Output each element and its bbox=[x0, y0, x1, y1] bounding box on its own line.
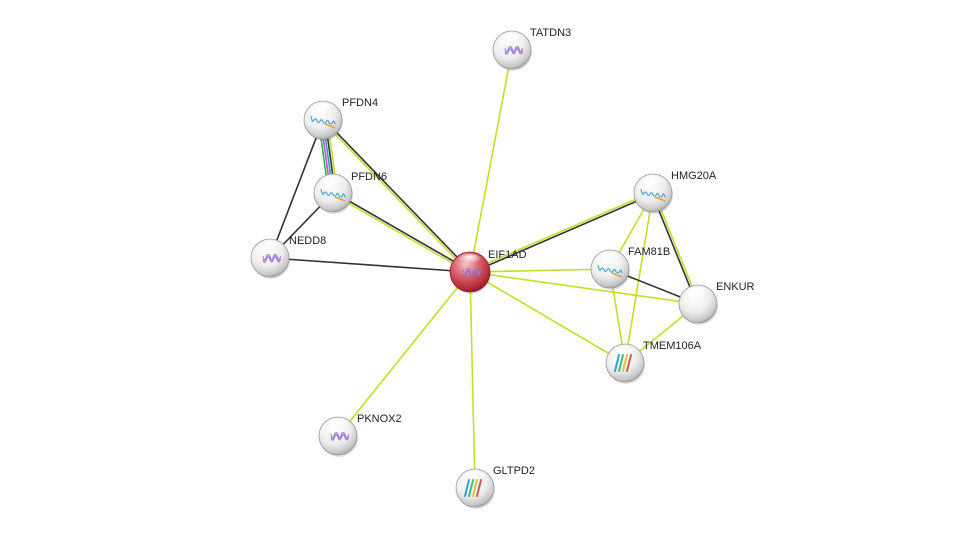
edge-evidence-textmining bbox=[332, 193, 470, 274]
node-fam81b[interactable]: FAM81B bbox=[590, 246, 670, 290]
node-label: ENKUR bbox=[716, 281, 755, 293]
protein-structure-icon bbox=[504, 48, 523, 55]
edge-evidence-textmining bbox=[321, 120, 470, 274]
node-highlight bbox=[613, 346, 637, 360]
edge-eif1ad-fam81b[interactable] bbox=[469, 268, 611, 273]
node-label: HMG20A bbox=[671, 170, 717, 182]
edge-evidence-coexpression bbox=[323, 118, 472, 272]
protein-structure-icon bbox=[597, 264, 623, 274]
node-pfdn6[interactable]: PFDN6 bbox=[313, 171, 387, 214]
node-tatdn3[interactable]: TATDN3 bbox=[492, 27, 571, 71]
edge-evidence-textmining bbox=[469, 191, 653, 272]
protein-structure-icon bbox=[330, 434, 349, 441]
node-label: GLTPD2 bbox=[493, 465, 535, 477]
node-pknox2[interactable]: PKNOX2 bbox=[318, 413, 402, 457]
edge-hmg20a-enkur[interactable] bbox=[651, 192, 700, 305]
protein-structure-icon bbox=[654, 196, 666, 202]
protein-structure-icon bbox=[324, 123, 336, 129]
node-highlight bbox=[598, 252, 622, 266]
edge-eif1ad-hmg20a[interactable] bbox=[469, 191, 654, 274]
node-highlight bbox=[258, 241, 282, 255]
protein-structure-icon bbox=[611, 272, 623, 278]
edge-eif1ad-enkur[interactable] bbox=[469, 271, 699, 305]
node-label: TATDN3 bbox=[530, 27, 571, 39]
protein-structure-icon bbox=[462, 270, 481, 277]
edge-eif1ad-pfdn4[interactable] bbox=[321, 118, 472, 274]
node-label: EIF1AD bbox=[488, 249, 527, 261]
edge-evidence-textmining bbox=[469, 268, 611, 273]
edge-evidence-textmining bbox=[469, 271, 699, 305]
protein-structure-icon bbox=[310, 115, 336, 125]
edge-evidence-coexpression bbox=[651, 193, 698, 305]
node-highlight bbox=[321, 176, 345, 190]
edge-evidence-coexpression bbox=[269, 119, 324, 259]
edge-evidence-coexpression bbox=[333, 191, 471, 272]
edge-evidence-coexpression bbox=[470, 193, 654, 274]
node-eif1ad[interactable]: EIF1AD bbox=[449, 249, 527, 294]
node-tmem106a[interactable]: TMEM106A bbox=[605, 340, 702, 384]
node-label: TMEM106A bbox=[643, 340, 702, 352]
edge-evidence-textmining bbox=[469, 271, 626, 364]
node-gltpd2[interactable]: GLTPD2 bbox=[455, 465, 535, 509]
edge-hmg20a-tmem106a[interactable] bbox=[624, 192, 654, 364]
edge-evidence-textmining bbox=[624, 192, 654, 364]
node-label: PKNOX2 bbox=[357, 413, 402, 425]
protein-structure-icon bbox=[334, 196, 346, 202]
edge-eif1ad-tatdn3[interactable] bbox=[469, 49, 513, 273]
node-label: FAM81B bbox=[628, 246, 670, 258]
edge-eif1ad-nedd8[interactable] bbox=[269, 257, 471, 273]
edge-pfdn4-nedd8[interactable] bbox=[269, 119, 324, 259]
edge-evidence-textmining bbox=[469, 271, 476, 489]
edge-eif1ad-gltpd2[interactable] bbox=[469, 271, 476, 489]
protein-structure-icon bbox=[640, 188, 666, 198]
node-highlight bbox=[326, 419, 350, 433]
node-label: PFDN6 bbox=[351, 171, 387, 183]
edge-evidence-coexpression bbox=[269, 257, 471, 273]
edge-evidence-textmining bbox=[653, 192, 700, 304]
node-label: NEDD8 bbox=[289, 235, 326, 247]
node-nedd8[interactable]: NEDD8 bbox=[250, 235, 326, 279]
node-label: PFDN4 bbox=[342, 97, 378, 109]
edge-eif1ad-pknox2[interactable] bbox=[337, 271, 471, 437]
node-hmg20a[interactable]: HMG20A bbox=[633, 170, 717, 214]
node-highlight bbox=[641, 176, 665, 190]
node-highlight bbox=[686, 287, 710, 301]
edge-evidence-textmining bbox=[337, 271, 471, 437]
node-highlight bbox=[463, 471, 487, 485]
node-highlight bbox=[311, 103, 335, 117]
edge-eif1ad-pfdn6[interactable] bbox=[332, 191, 471, 274]
edge-evidence-textmining bbox=[469, 49, 513, 273]
edge-eif1ad-tmem106a[interactable] bbox=[469, 271, 626, 364]
node-enkur[interactable]: ENKUR bbox=[678, 281, 755, 325]
protein-structure-icon bbox=[320, 188, 346, 198]
protein-structure-icon bbox=[262, 256, 281, 263]
node-highlight bbox=[457, 254, 483, 268]
node-pfdn4[interactable]: PFDN4 bbox=[303, 97, 378, 141]
node-highlight bbox=[500, 33, 524, 47]
